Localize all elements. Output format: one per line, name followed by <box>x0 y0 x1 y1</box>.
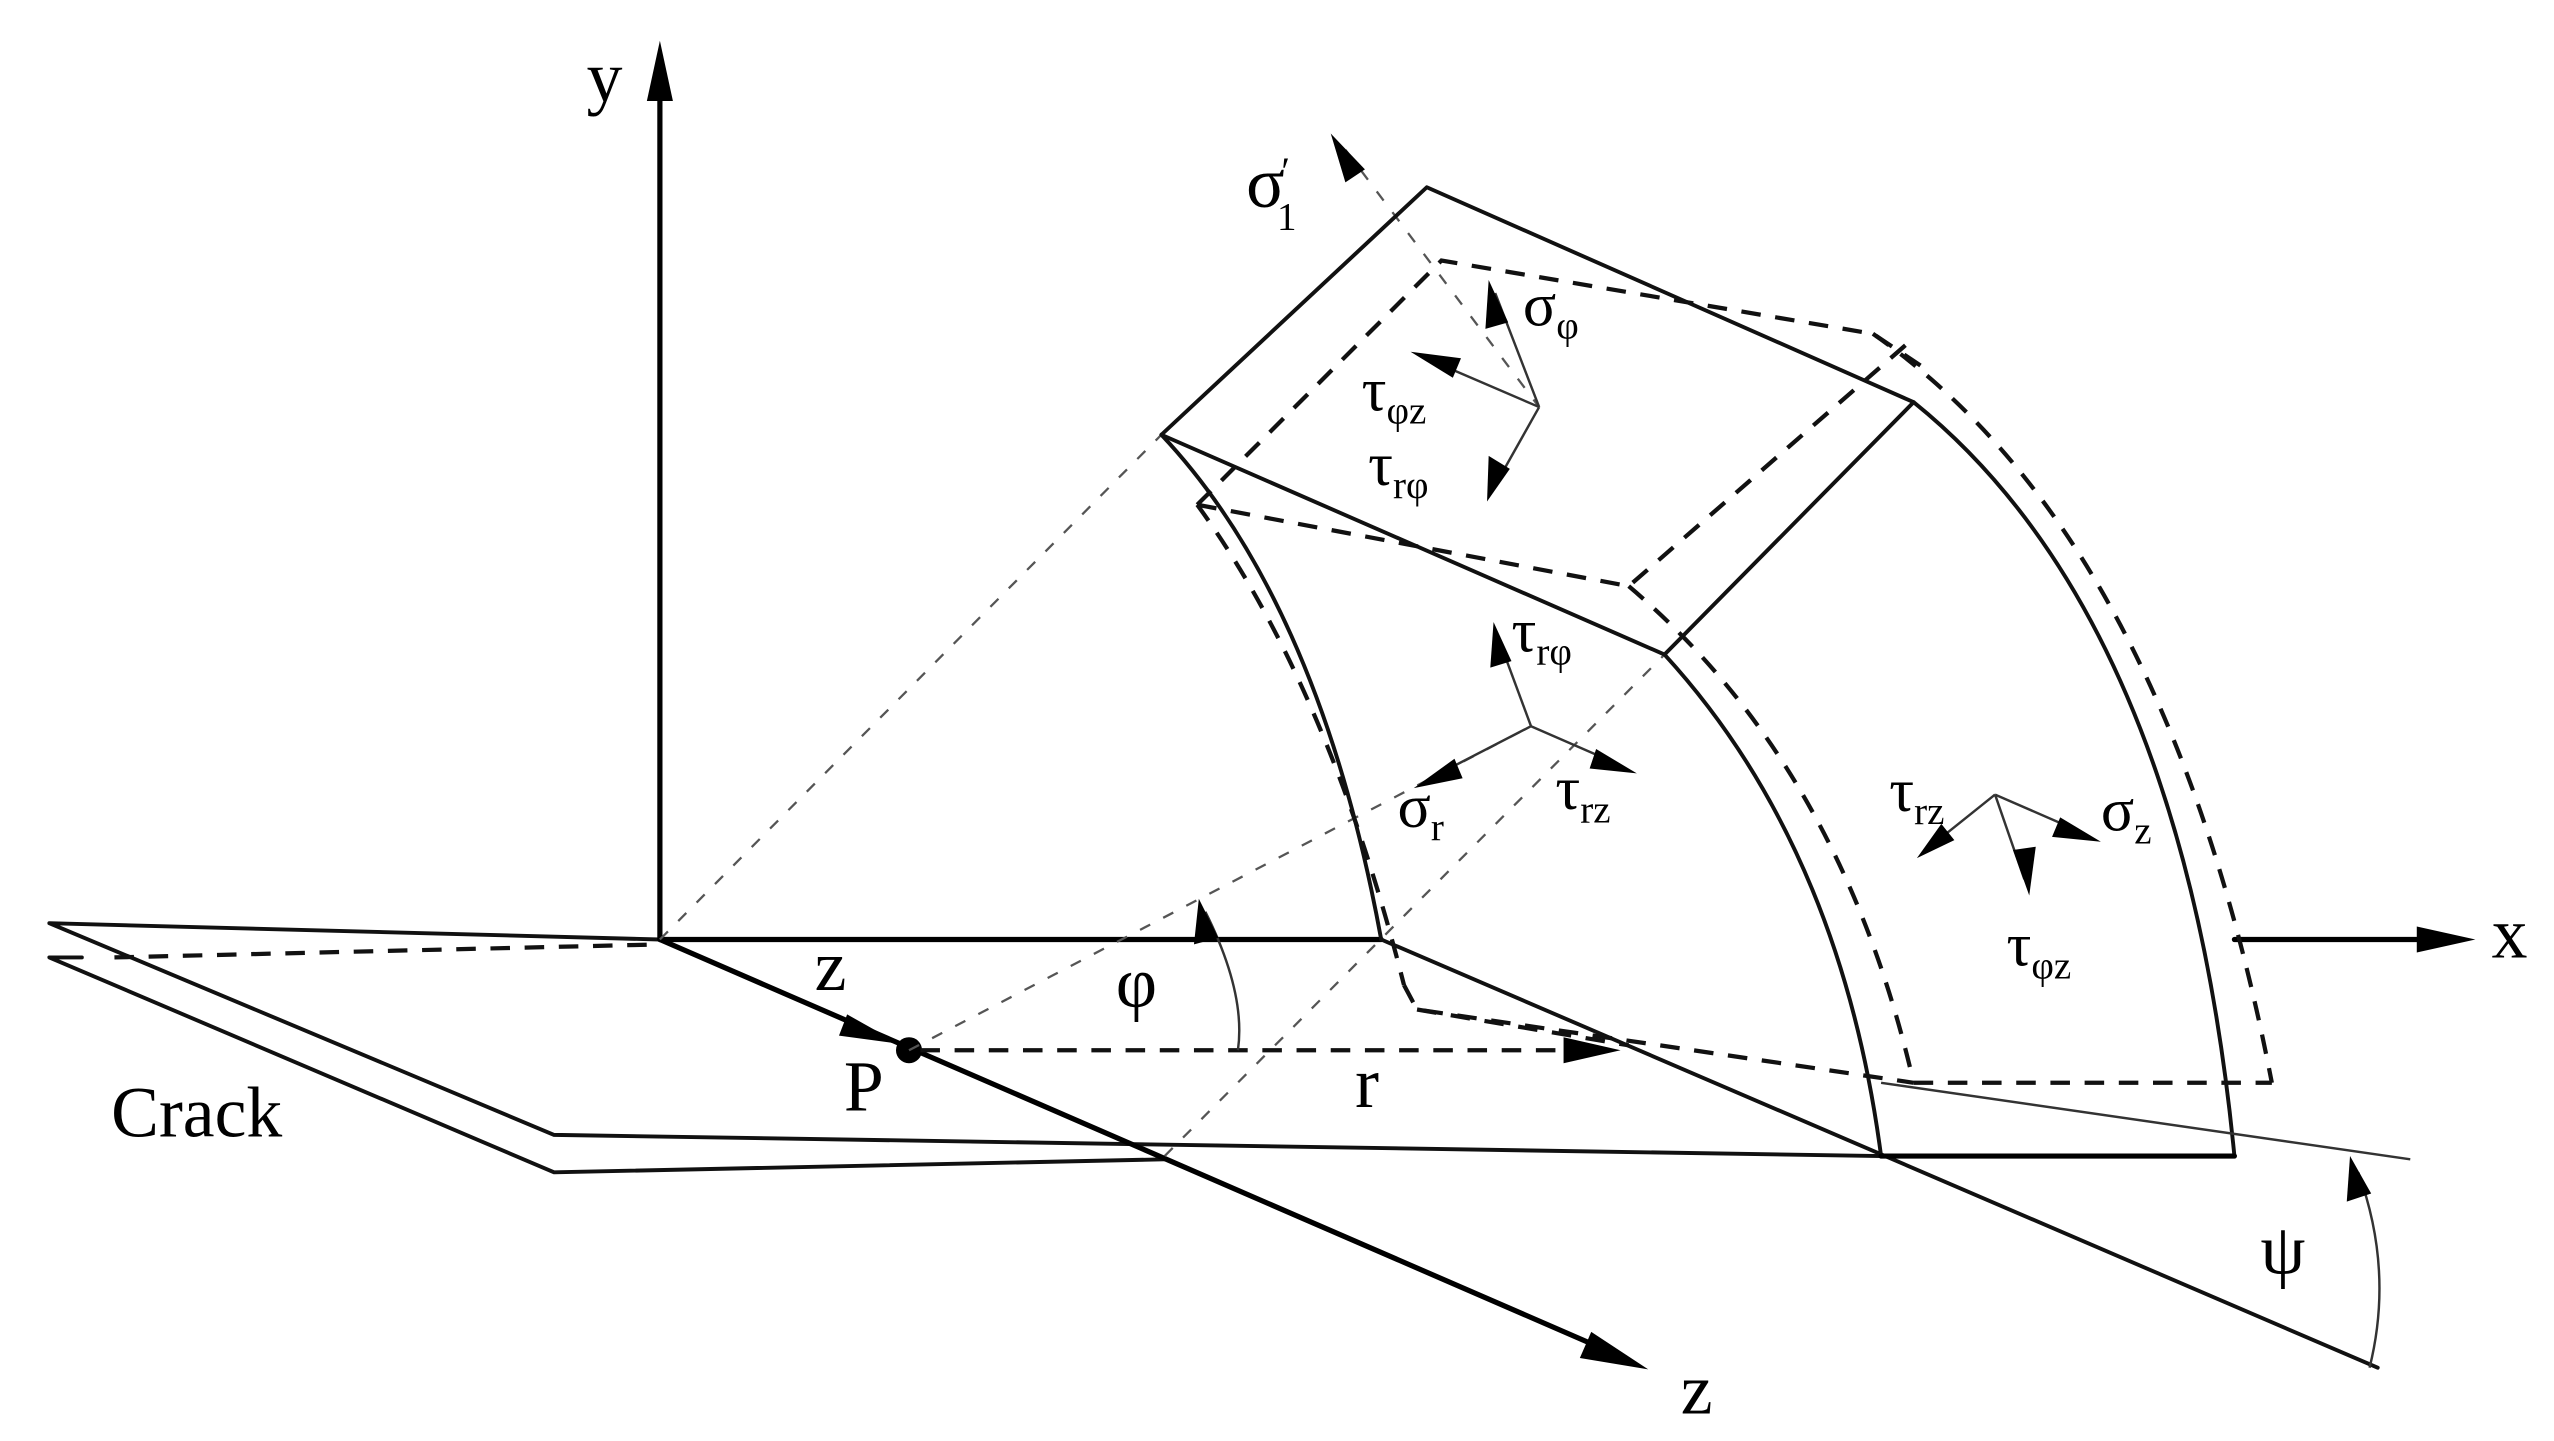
deformed-outer-arc <box>1871 332 2274 1084</box>
r-coordinate-label: r <box>1355 1044 1379 1123</box>
sigma1-main: σ <box>1246 144 1285 223</box>
tau-rz-side-main: τ <box>1889 757 1914 825</box>
z-axis-label: z <box>1681 1350 1713 1429</box>
sigma1-arrowhead <box>1330 133 1365 183</box>
crack-surfaces <box>47 921 1884 1175</box>
x-axis-arrowhead <box>2416 926 2476 953</box>
sigma-phi-main: σ <box>1523 272 1556 340</box>
stress-element <box>920 185 2411 1370</box>
tau-phiz-top-label: τφz <box>1362 356 1427 432</box>
tau-rphi-top-label: τrφ <box>1368 431 1428 507</box>
sigma1-prime-label: σ′1 <box>1246 144 1296 239</box>
element-top-face <box>1159 185 1916 657</box>
deformed-mid-arc <box>1627 584 1916 1084</box>
tau-rphi-front-sub: rφ <box>1536 630 1572 673</box>
x-axis-label: x <box>2492 894 2528 973</box>
tau-phiz-side-label: τφz <box>2006 912 2071 988</box>
psi-arc-arrowhead <box>2346 1156 2372 1202</box>
angle-markers <box>1193 898 2381 1369</box>
z-axis-mid-arrowhead <box>839 1014 900 1044</box>
tau-rphi-front-arrowhead <box>1490 621 1512 668</box>
sigma-r-label: σr <box>1397 773 1443 849</box>
sigma-r-sub: r <box>1431 806 1444 849</box>
z-coordinate-label: z <box>815 927 847 1006</box>
tau-rphi-front-main: τ <box>1511 597 1536 665</box>
sigma-r-main: σ <box>1397 773 1430 841</box>
sigma-z-label: σz <box>2101 776 2152 852</box>
tilted-plane-line <box>1880 1081 2411 1161</box>
z-axis-arrowhead <box>1579 1331 1649 1370</box>
deformed-left-arc <box>1195 503 1407 986</box>
tau-rz-side-label: τrz <box>1889 757 1944 833</box>
phi-arc-arrowhead <box>1193 898 1219 945</box>
radial-to-crackfront <box>1416 1007 1630 1048</box>
psi-angle-label: ψ <box>2260 1210 2305 1289</box>
z-axis <box>657 936 1624 1359</box>
y-axis-arrowhead <box>646 40 673 101</box>
axes <box>646 40 2476 1370</box>
element-outer-arc <box>1911 400 2237 1159</box>
psi-arc <box>2357 1171 2381 1369</box>
origin-to-block-corner <box>659 433 1163 941</box>
element-left-arc <box>1159 432 1384 942</box>
deformed-element <box>1195 258 2274 1085</box>
phi-angle-label: φ <box>1116 943 1157 1022</box>
deformed-top-face <box>1195 258 1923 507</box>
tau-rz-front-main: τ <box>1555 755 1580 823</box>
sigma-phi-label: σφ <box>1523 272 1579 348</box>
sigma-phi-arrowhead <box>1485 280 1509 329</box>
tau-phiz-top-arrowhead <box>1410 351 1461 378</box>
tau-phiz-top-sub: φz <box>1387 389 1427 432</box>
sigma1-prime-mark: ′ <box>1281 150 1290 193</box>
sigma-phi-sub: φ <box>1556 305 1579 348</box>
sigma-z-sub: z <box>2134 809 2151 852</box>
tau-rphi-front-label: τrφ <box>1511 597 1571 673</box>
tau-rz-front-sub: rz <box>1580 788 1610 831</box>
crack-upper-hidden-edge <box>114 942 660 960</box>
element-radial-bottom <box>1379 937 2380 1370</box>
crack-upper-face <box>47 921 1884 1159</box>
deformed-bottom-radial <box>1402 984 1914 1085</box>
tau-rphi-top-sub: rφ <box>1393 464 1429 507</box>
deformed-front-inner <box>1196 343 1907 589</box>
stress-arrows <box>1330 133 2101 896</box>
tau-phiz-top-main: τ <box>1362 356 1387 424</box>
crack-edge-to-element <box>1163 653 1666 1157</box>
tau-rz-front-arrowhead <box>1589 748 1637 774</box>
tau-rphi-top-main: τ <box>1368 431 1393 499</box>
point-p-label: P <box>844 1047 884 1126</box>
radius-r-arrowhead <box>1563 1037 1621 1064</box>
tau-rz-side-arrowhead <box>1916 823 1955 859</box>
y-axis-label: y <box>587 38 623 117</box>
sigma1-subscript: 1 <box>1277 196 1297 239</box>
crack-label: Crack <box>111 1074 282 1153</box>
tau-phiz-side-main: τ <box>2006 912 2031 980</box>
sigma-z-arrowhead <box>2052 817 2101 842</box>
element-front-arc <box>1662 652 1884 1159</box>
tau-rz-front-label: τrz <box>1555 755 1610 831</box>
tau-phiz-side-arrowhead <box>2012 846 2036 896</box>
tau-phiz-side-sub: φz <box>2031 945 2071 988</box>
crack-lower-face <box>47 955 1167 1175</box>
tau-rphi-top-arrowhead <box>1487 455 1510 502</box>
tau-rz-side-sub: rz <box>1914 790 1944 833</box>
sigma-z-main: σ <box>2101 776 2134 844</box>
sigma1-direction <box>1344 149 1541 408</box>
labels: y x z Crack P z r φ ψ σ′1 σφ τφz τrφ τrφ… <box>111 38 2527 1429</box>
